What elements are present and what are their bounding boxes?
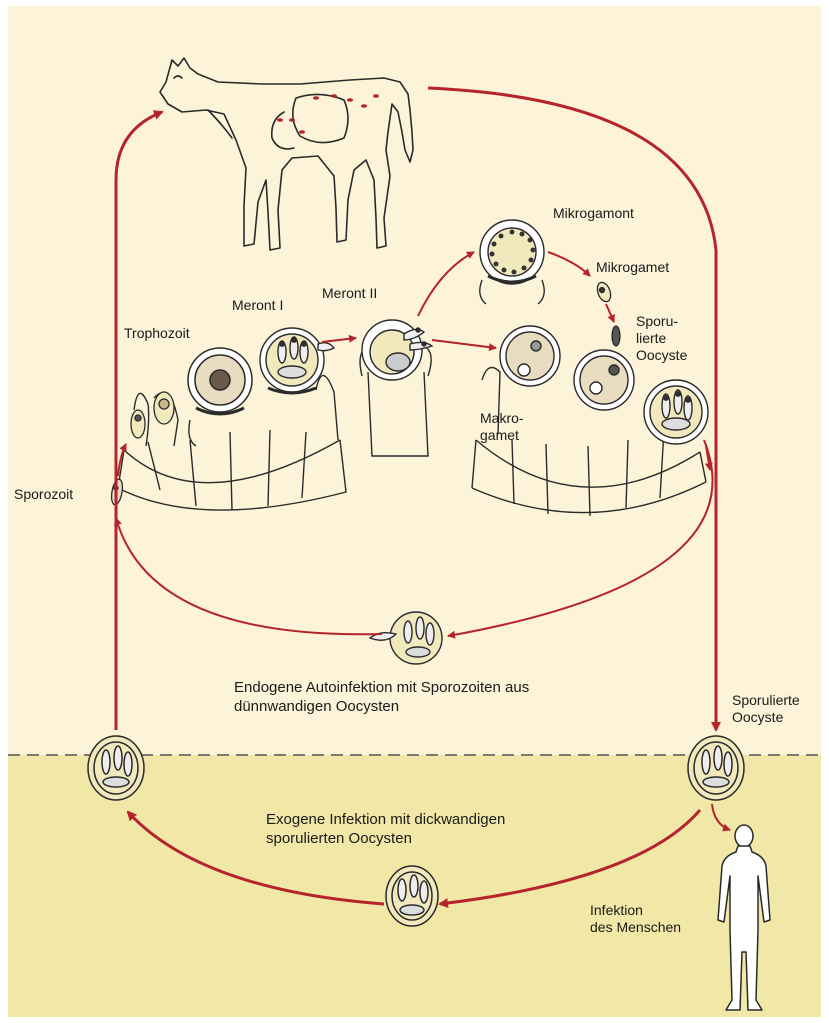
label-trophozoit: Trophozoit (124, 325, 190, 342)
meront-icon (260, 328, 334, 393)
trophozoit-cell (188, 348, 252, 414)
label-exogene: Exogene Infektion mit dickwandigen sporu… (266, 810, 505, 848)
gamont-icon (480, 220, 545, 304)
sporozoite-entering (131, 392, 174, 438)
oocyst-lower-right (688, 736, 744, 800)
label-meront-1: Meront I (232, 297, 283, 314)
thin-walled-oocyst (370, 612, 442, 664)
label-mikrogamont: Mikrogamont (553, 205, 634, 222)
oocyst-lower-bottom (386, 866, 438, 926)
label-makrogamet: Makro- gamet (480, 410, 524, 444)
makrogamet-cell-2 (574, 350, 634, 410)
arrow-endogene-2 (116, 518, 382, 634)
arrow-to-human (712, 804, 730, 830)
oocyst-icon (644, 380, 708, 444)
label-endogene: Endogene Autoinfektion mit Sporozoiten a… (234, 678, 529, 716)
makrogamet-cell-1 (500, 326, 560, 386)
label-mikrogamet: Mikrogamet (596, 259, 669, 276)
arrow-meront2-makro (432, 340, 496, 348)
label-sporulierte-oocyste-inner: Sporu- lierte Oocyste (636, 313, 687, 364)
arrow-meront2-mikro (418, 252, 474, 316)
calf-icon (160, 58, 413, 250)
mikrogamet-cell (595, 281, 620, 346)
arrow-endogene-1 (448, 440, 713, 636)
label-sporozoit: Sporozoit (14, 486, 73, 503)
arrow-mikrogamet-fertilize (606, 304, 614, 322)
arrow-meront1-2 (322, 338, 356, 342)
meront-2-cell (362, 320, 432, 380)
label-infektion-menschen: Infektion des Menschen (590, 902, 681, 936)
label-meront-2: Meront II (322, 285, 377, 302)
arrow-mikrogamont-mikrogamet (548, 252, 590, 276)
human-icon (718, 825, 770, 1010)
oocyst-lower-left (88, 736, 144, 800)
label-sporulierte-oocyste-outer: Sporulierte Oocyste (732, 692, 800, 726)
